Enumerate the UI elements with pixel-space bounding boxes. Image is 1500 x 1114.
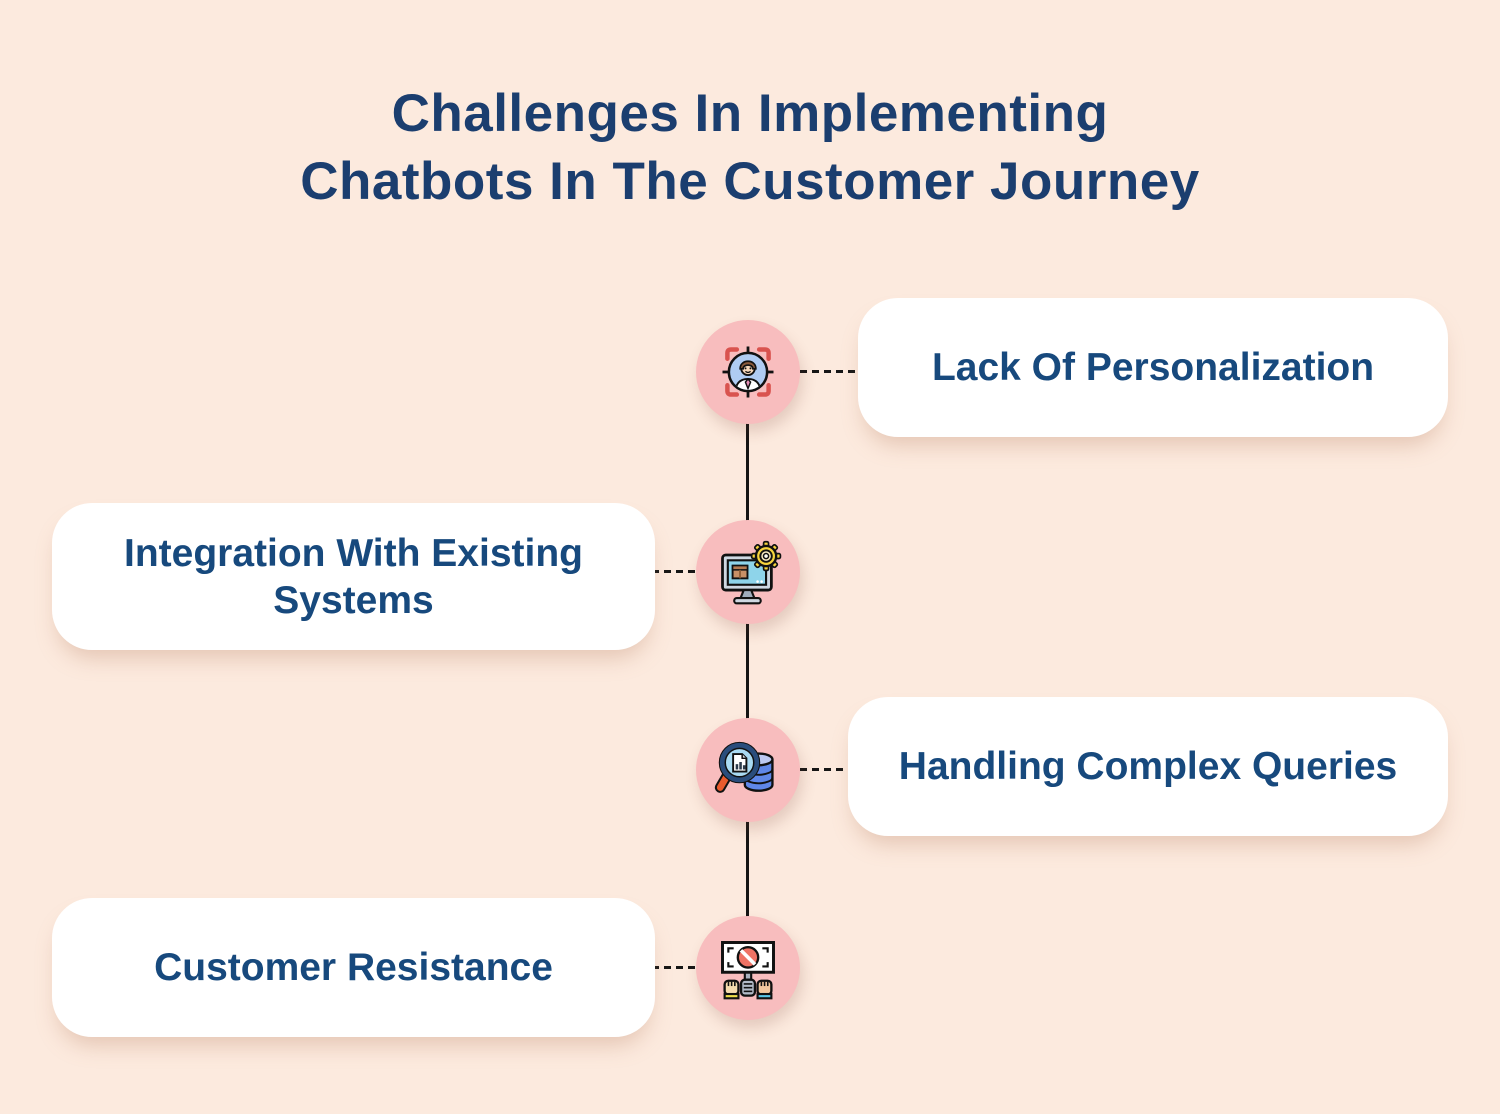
challenge-label-4: Customer Resistance [154, 946, 553, 989]
challenge-label-3: Handling Complex Queries [898, 745, 1398, 788]
timeline-node-1 [696, 320, 800, 424]
search-database-icon [714, 741, 774, 793]
page-title: Challenges In Implementing Chatbots In T… [0, 80, 1500, 216]
challenge-card-2: Integration With Existing Systems [52, 503, 655, 650]
page-title-line1: Challenges In Implementing [391, 84, 1109, 143]
person-target-icon [722, 346, 774, 398]
challenge-card-4: Customer Resistance [52, 898, 655, 1037]
connector-line-1 [800, 370, 858, 373]
timeline-node-3 [696, 718, 800, 822]
challenge-card-3: Handling Complex Queries [848, 697, 1448, 836]
challenge-label-2: Integration With Existing Systems [124, 531, 583, 622]
page-title-line2: Chatbots In The Customer Journey [300, 152, 1200, 211]
timeline-node-2 [696, 520, 800, 624]
timeline-node-4 [696, 916, 800, 1020]
timeline-vertical-line [746, 372, 749, 968]
connector-line-2 [652, 570, 696, 573]
challenge-card-1: Lack Of Personalization [858, 298, 1448, 437]
monitor-gear-icon [721, 540, 782, 605]
connector-line-4 [652, 966, 696, 969]
protest-sign-icon [721, 941, 775, 1000]
connector-line-3 [800, 768, 850, 771]
challenge-label-1: Lack Of Personalization [931, 346, 1375, 389]
